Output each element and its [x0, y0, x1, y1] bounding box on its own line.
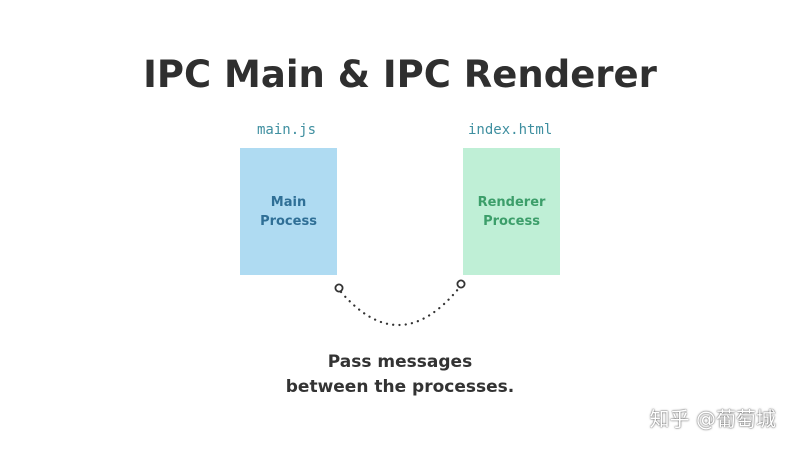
main-process-label-line2: Process: [260, 213, 317, 229]
main-process-box: Main Process: [240, 148, 337, 275]
renderer-process-label: Renderer Process: [467, 193, 557, 231]
caption-line1: Pass messages: [327, 352, 473, 372]
main-process-label-line1: Main: [270, 194, 307, 210]
caption-line2: between the processes.: [285, 377, 515, 397]
dotted-arc: [339, 286, 461, 327]
watermark: 知乎 @葡萄城: [649, 407, 776, 431]
renderer-endpoint-ring-icon: [456, 279, 466, 289]
main-endpoint-ring-icon: [334, 283, 344, 293]
renderer-process-label-line1: Renderer: [477, 194, 546, 210]
renderer-process-box: Renderer Process: [463, 148, 560, 275]
renderer-process-label-line2: Process: [483, 213, 540, 229]
diagram-caption: Pass messages between the processes.: [0, 350, 800, 400]
main-process-label: Main Process: [244, 193, 334, 231]
main-file-label: main.js: [257, 122, 317, 138]
diagram-title: IPC Main & IPC Renderer: [143, 53, 657, 96]
renderer-file-label: index.html: [468, 122, 553, 138]
